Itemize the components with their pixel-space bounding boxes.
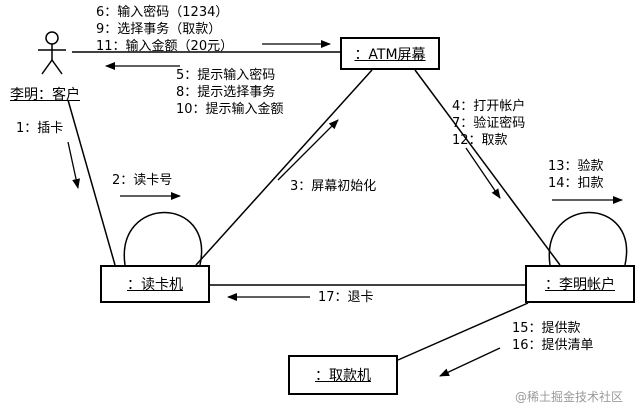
actor-label: 李明：客户 xyxy=(10,87,80,103)
message-label: 3：屏幕初始化 xyxy=(290,179,377,194)
arrow-reader-to-screen xyxy=(277,119,339,181)
message-label: 1：插卡 xyxy=(16,121,64,136)
account-object: ：李明帐户 xyxy=(525,265,635,303)
message-label: 2：读卡号 xyxy=(112,173,173,188)
actor-icon xyxy=(38,31,66,75)
message-label: 7：验证密码 xyxy=(452,116,526,131)
message-label: 5：提示输入密码 xyxy=(176,68,276,83)
msg-group-account-self: 13：验款 14：扣款 xyxy=(548,158,604,192)
link-actor-reader xyxy=(67,99,116,266)
self-loop-reader xyxy=(123,211,203,266)
message-label: 15：提供款 xyxy=(512,321,581,336)
account-label: ：李明帐户 xyxy=(545,277,615,293)
message-label: 4：打开帐户 xyxy=(452,99,526,114)
msg-group-reader-self: 2：读卡号 xyxy=(112,172,172,189)
message-label: 11：输入金额（20元） xyxy=(96,39,234,54)
message-label: 8：提示选择事务 xyxy=(176,85,276,100)
msg-group-account-to-dispenser: 15：提供款 16：提供清单 xyxy=(512,320,594,354)
card-reader-label: ：读卡机 xyxy=(127,277,183,293)
dispenser-label: ：取款机 xyxy=(315,368,371,384)
msg-group-actor-to-screen: 6：输入密码（1234） 9：选择事务（取款） 11：输入金额（20元） xyxy=(96,4,233,55)
link-account-dispenser xyxy=(397,302,529,361)
link-screen-account xyxy=(414,69,561,266)
atm-screen-label: ：ATM屏幕 xyxy=(354,46,426,63)
message-label: 12：取款 xyxy=(452,133,508,148)
card-reader-object: ：读卡机 xyxy=(100,265,210,303)
msg-group-screen-to-account: 4：打开帐户 7：验证密码 12：取款 xyxy=(452,98,525,149)
message-label: 10：提示输入金额 xyxy=(176,102,284,117)
msg-group-account-to-reader: 17：退卡 xyxy=(318,289,374,306)
msg-group-reader-to-screen: 3：屏幕初始化 xyxy=(290,178,376,195)
arrow-account-to-dispenser xyxy=(439,347,501,377)
dispenser-object: ：取款机 xyxy=(288,355,398,395)
message-label: 17：退卡 xyxy=(318,290,374,305)
watermark: @稀土掘金技术社区 xyxy=(515,390,624,404)
message-label: 9：选择事务（取款） xyxy=(96,22,222,37)
arrow-actor-to-reader xyxy=(67,141,80,189)
msg-group-actor-to-reader: 1：插卡 xyxy=(16,120,63,137)
message-label: 6：输入密码（1234） xyxy=(96,5,229,20)
message-label: 13：验款 xyxy=(548,159,604,174)
message-label: 16：提供清单 xyxy=(512,338,594,353)
arrow-screen-to-account xyxy=(465,147,501,199)
message-label: 14：扣款 xyxy=(548,176,604,191)
link-reader-screen xyxy=(195,69,373,266)
atm-screen-object: ：ATM屏幕 xyxy=(340,37,440,70)
msg-group-screen-to-actor: 5：提示输入密码 8：提示选择事务 10：提示输入金额 xyxy=(176,67,284,118)
self-loop-account xyxy=(548,211,628,266)
